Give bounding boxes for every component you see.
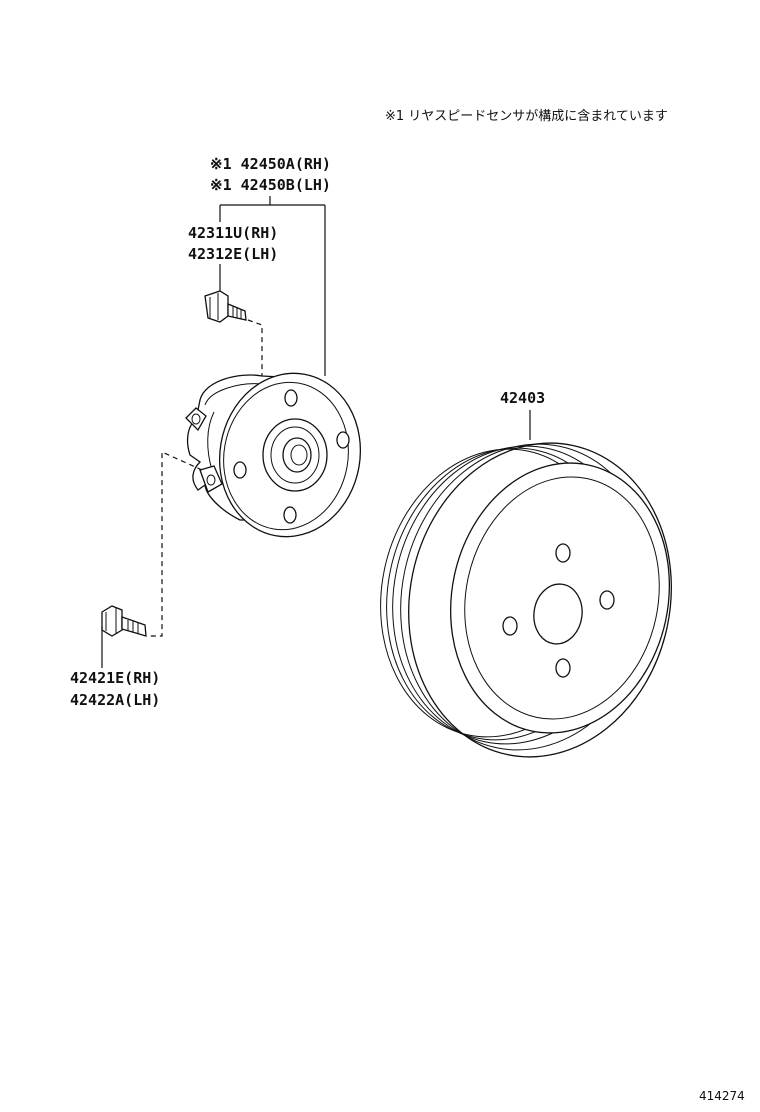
hub-assy-leader xyxy=(219,196,326,376)
label-42421e-rh: 42421E(RH) xyxy=(70,669,160,687)
figure-number: 414274 xyxy=(699,1089,745,1103)
mount-bolt-dash xyxy=(150,451,203,637)
label-42450a-rh: ※1 42450A(RH) xyxy=(210,155,331,173)
hub-bolt-dash xyxy=(247,319,263,382)
label-42403: 42403 xyxy=(500,389,545,407)
hub-bearing-assembly xyxy=(185,372,362,538)
sensor-note: ※1 リヤスピードセンサが構成に含まれています xyxy=(385,108,668,124)
hub-bolt-part xyxy=(204,290,247,323)
label-42450b-lh: ※1 42450B(LH) xyxy=(210,176,331,194)
brake-drum-part xyxy=(380,442,672,758)
label-42311u-rh: 42311U(RH) xyxy=(188,224,278,242)
label-42312e-lh: 42312E(LH) xyxy=(188,245,278,263)
mount-bolt-part xyxy=(101,605,147,637)
label-42422a-lh: 42422A(LH) xyxy=(70,691,160,709)
